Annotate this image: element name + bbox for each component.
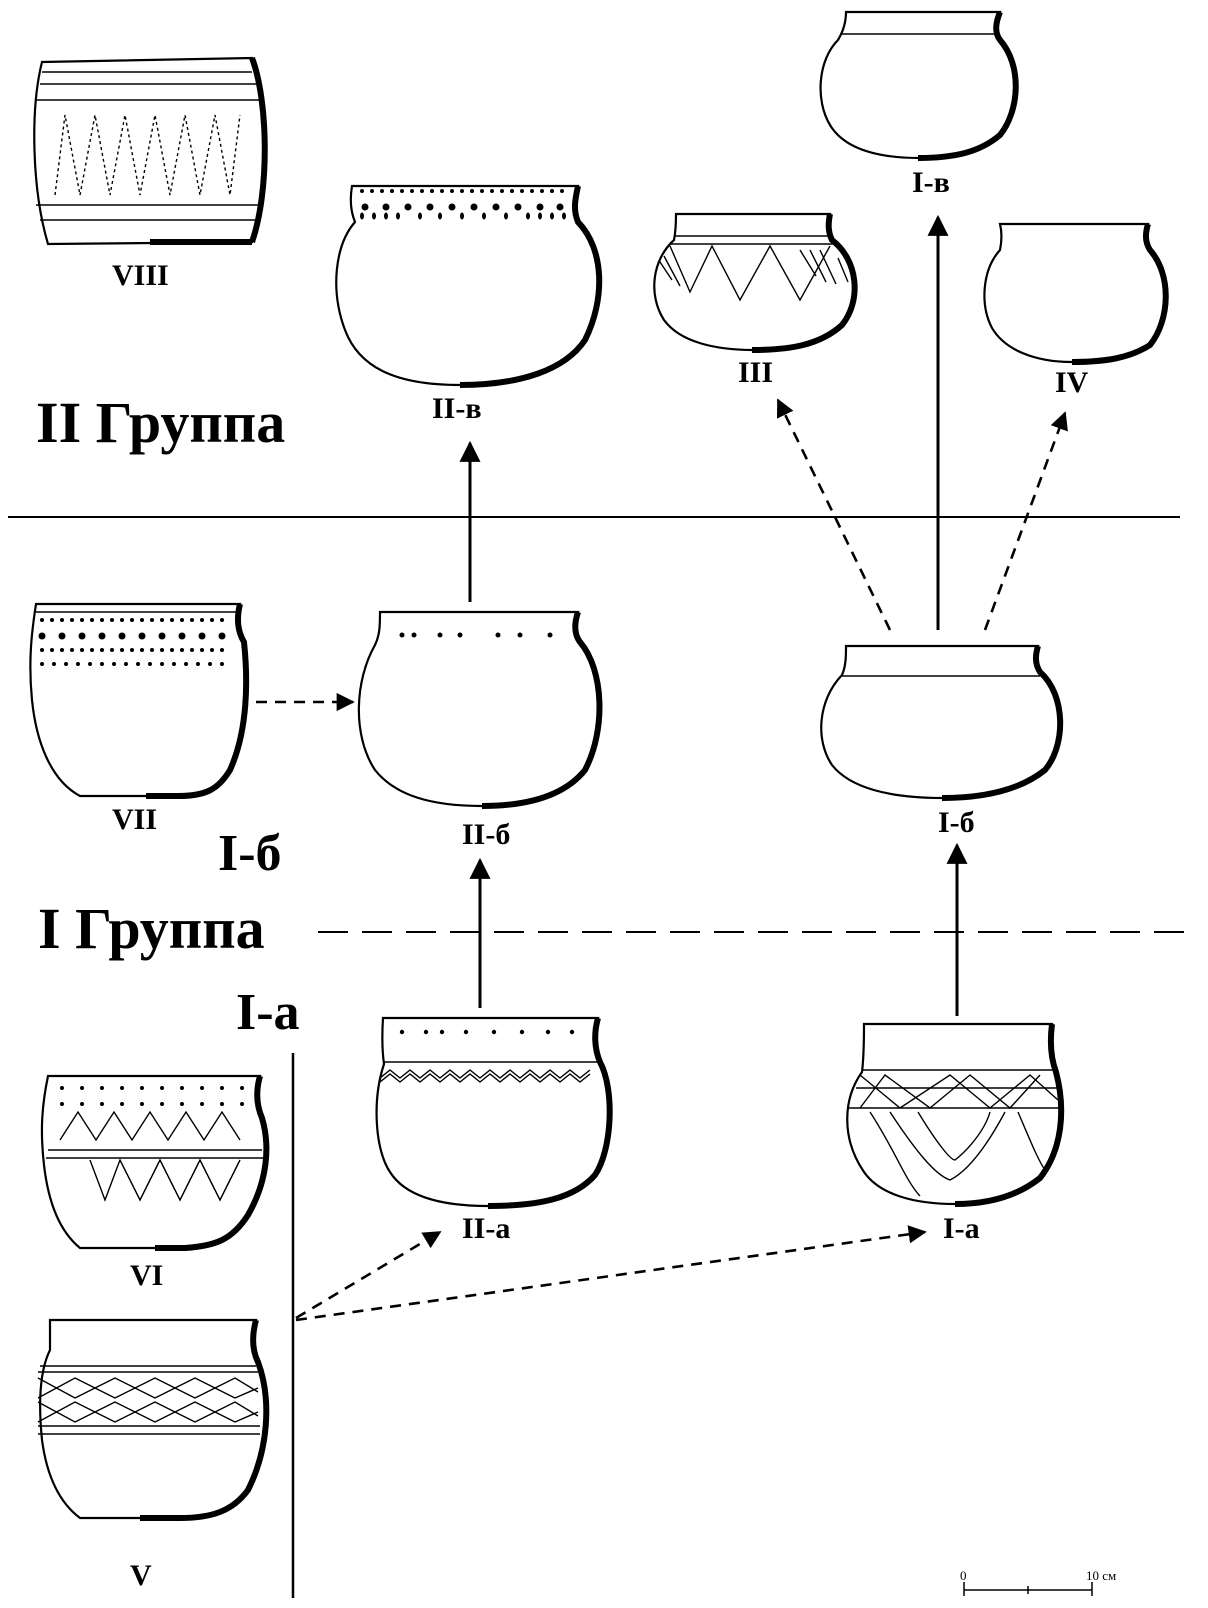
vessel-IIb: II-б xyxy=(357,610,603,851)
scale-bar: 0 10 см xyxy=(960,1568,1116,1596)
vessel-V: V xyxy=(37,1318,270,1592)
arrow-Ib-to-III xyxy=(776,398,892,631)
subgroup-1b-label: I-б xyxy=(218,825,282,882)
vessel-Ia-label: I-а xyxy=(943,1212,980,1245)
vessel-VI: VI xyxy=(40,1074,270,1292)
vessel-Ib: I-б xyxy=(820,644,1064,839)
scale-max-label: 10 см xyxy=(1086,1568,1116,1583)
vessel-VIII: VIII xyxy=(33,56,268,292)
subgroup-1a-label: I-а xyxy=(236,984,300,1041)
vessel-VII-label: VII xyxy=(112,803,157,836)
vessel-IIv: II-в xyxy=(335,184,603,425)
arrow-V-to-IIa xyxy=(295,1230,442,1320)
arrow-Ib-to-IV xyxy=(983,411,1068,631)
vessel-VI-label: VI xyxy=(130,1259,163,1292)
vessel-IIa-label: II-а xyxy=(462,1212,510,1245)
scale-zero-label: 0 xyxy=(960,1568,967,1583)
vessel-IIa: II-а xyxy=(375,1016,613,1245)
vessel-VIII-label: VIII xyxy=(112,259,169,292)
vessel-III: III xyxy=(653,212,858,389)
vessel-V-label: V xyxy=(130,1559,152,1592)
arrow-V-to-Ia xyxy=(295,1225,927,1322)
vessel-Ia: I-а xyxy=(846,1022,1065,1245)
vessel-Iv-label: I-в xyxy=(912,166,950,199)
group-1-label: I Группа xyxy=(38,896,265,961)
vessel-Iv: I-в xyxy=(819,10,1019,199)
vessel-IV-label: IV xyxy=(1055,366,1089,399)
group-2-label: II Группа xyxy=(36,390,285,455)
vessel-Ib-label: I-б xyxy=(938,806,975,839)
vessel-IIv-label: II-в xyxy=(432,392,482,425)
vessel-IV: IV xyxy=(983,222,1169,399)
vessel-III-label: III xyxy=(738,356,773,389)
vessel-IIb-label: II-б xyxy=(462,818,510,851)
vessel-VII: VII xyxy=(29,602,250,836)
